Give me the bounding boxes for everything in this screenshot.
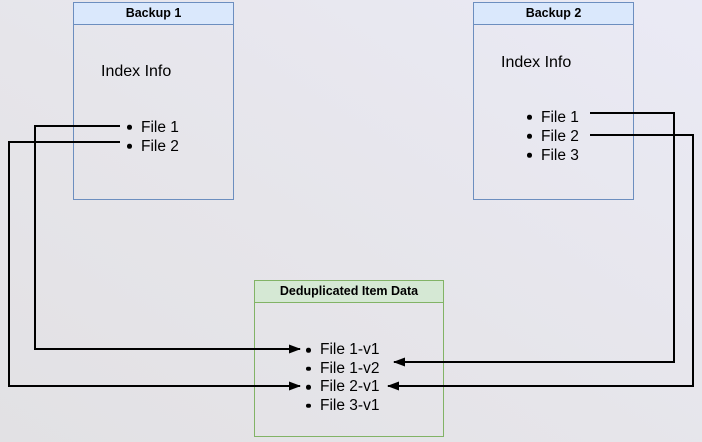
- list-item: File 3: [527, 146, 579, 165]
- backup2-index-info-label: Index Info: [501, 54, 572, 71]
- dedup-title: Deduplicated Item Data: [255, 281, 443, 303]
- list-item: File 2: [527, 127, 579, 146]
- backup1-title: Backup 1: [74, 3, 233, 25]
- list-item: File 1-v1: [306, 341, 379, 360]
- backup2-title: Backup 2: [474, 3, 633, 25]
- list-item: File 2-v1: [306, 378, 379, 397]
- backup1-index-info-label: Index Info: [101, 63, 172, 80]
- list-item: File 1: [527, 108, 579, 127]
- list-item: File 3-v1: [306, 397, 379, 416]
- list-item: File 1: [127, 118, 179, 137]
- list-item: File 1-v2: [306, 360, 379, 379]
- list-item: File 2: [127, 137, 179, 156]
